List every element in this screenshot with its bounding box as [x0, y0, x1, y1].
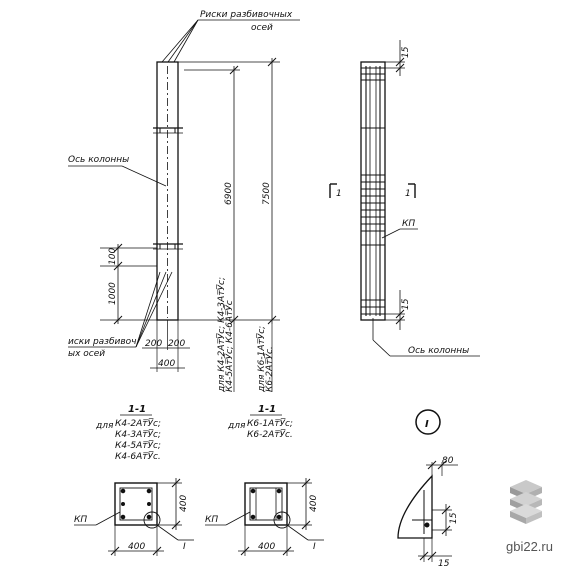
svg-text:200: 200	[145, 339, 162, 349]
kp-right-label: КП	[381, 219, 418, 239]
svg-text:для К4-2Ат̅У̅с; К4-3Ат̅У̅с;: для К4-2Ат̅У̅с; К4-3Ат̅У̅с;	[215, 277, 227, 393]
cut-mark-right: 1	[405, 189, 411, 199]
axis-marks-top-text-1: Риски разбивочных	[200, 10, 293, 20]
svg-text:400: 400	[179, 495, 189, 512]
svg-text:для К6-1Ат̅У̅с;: для К6-1Ат̅У̅с;	[255, 326, 267, 393]
svg-text:иски разбивоч: иски разбивоч	[68, 337, 136, 347]
axis-marks-top-label: Риски разбивочных осей	[161, 10, 300, 63]
section-left: 400 400 КП I	[74, 478, 194, 556]
svg-text:200: 200	[168, 339, 185, 349]
svg-text:400: 400	[128, 542, 145, 552]
watermark: gbi22.ru	[506, 480, 553, 554]
axis-marks-bottom-label: иски разбивоч ых осей	[68, 271, 173, 359]
svg-text:1-1: 1-1	[128, 404, 146, 415]
dim-15-top: 15	[380, 40, 411, 76]
svg-text:15: 15	[401, 298, 411, 310]
svg-text:для: для	[95, 421, 114, 431]
detail-node: 80 15 15	[397, 456, 459, 569]
column-reinforcement	[360, 61, 386, 321]
svg-text:КП: КП	[74, 515, 87, 525]
dim-15-bottom: 15	[380, 290, 411, 330]
dim-7500: 7500	[262, 182, 272, 205]
watermark-logo-icon	[510, 480, 542, 524]
svg-text:15: 15	[401, 46, 411, 58]
axis-marks-top-text-2: осей	[251, 23, 273, 33]
watermark-text: gbi22.ru	[506, 539, 553, 554]
left-dimensions: 100 1000	[100, 243, 157, 325]
base-dimensions: 200 200 400	[142, 320, 190, 372]
column-elevation	[153, 61, 183, 321]
dim-6900: 6900	[224, 182, 234, 205]
svg-text:Ось колонны: Ось колонны	[68, 155, 129, 165]
svg-text:I: I	[183, 542, 186, 552]
svg-text:ых осей: ых осей	[68, 349, 105, 359]
section-right: 400 400 КП I	[205, 478, 324, 556]
section-header-left: 1-1 для К4-2Ат̅У̅с; К4-3Ат̅У̅с; К4-5Ат̅У…	[95, 404, 161, 462]
section-header-right: 1-1 для К6-1Ат̅У̅с; К6-2Ат̅У̅с.	[227, 404, 293, 440]
svg-text:400: 400	[158, 359, 175, 369]
svg-text:К4-6Ат̅У̅с.: К4-6Ат̅У̅с.	[115, 450, 161, 462]
column-axis-right-label: Ось колонны	[372, 318, 480, 357]
svg-text:I: I	[425, 419, 429, 430]
height-dimensions: 6900 7500	[178, 57, 280, 325]
svg-text:I: I	[313, 542, 316, 552]
svg-text:К6-2Ат̅У̅с.: К6-2Ат̅У̅с.	[247, 428, 293, 440]
svg-text:КП: КП	[205, 515, 218, 525]
detail-ref-circle: I	[415, 409, 441, 435]
column-axis-left-label: Ось колонны	[68, 155, 167, 187]
svg-text:для: для	[227, 421, 246, 431]
cut-mark-left: 1	[336, 189, 342, 199]
svg-text:К6-2Ат̅У̅с.: К6-2Ат̅У̅с.	[263, 346, 275, 392]
svg-text:1-1: 1-1	[258, 404, 276, 415]
svg-text:400: 400	[309, 495, 319, 512]
dim-1000: 1000	[108, 282, 118, 305]
svg-text:КП: КП	[402, 219, 415, 229]
svg-text:К4-2Ат̅У̅с;: К4-2Ат̅У̅с;	[115, 417, 161, 429]
svg-text:15: 15	[449, 512, 459, 524]
rotated-mark-lists: для К4-2Ат̅У̅с; К4-3Ат̅У̅с; К4-5Ат̅У̅с; …	[215, 277, 275, 393]
svg-text:К4-5Ат̅У̅с;: К4-5Ат̅У̅с;	[115, 439, 161, 451]
dim-100: 100	[108, 248, 118, 265]
svg-text:Ось колонны: Ось колонны	[408, 346, 469, 356]
svg-text:15: 15	[438, 559, 450, 569]
section-cut-marks: 1 1	[329, 183, 416, 199]
svg-text:80: 80	[442, 456, 454, 466]
svg-text:К6-1Ат̅У̅с;: К6-1Ат̅У̅с;	[247, 417, 293, 429]
svg-text:400: 400	[258, 542, 275, 552]
svg-text:К4-3Ат̅У̅с;: К4-3Ат̅У̅с;	[115, 428, 161, 440]
svg-text:К4-5Ат̅У̅с; К4-6Ат̅У̅с: К4-5Ат̅У̅с; К4-6Ат̅У̅с	[223, 300, 235, 392]
